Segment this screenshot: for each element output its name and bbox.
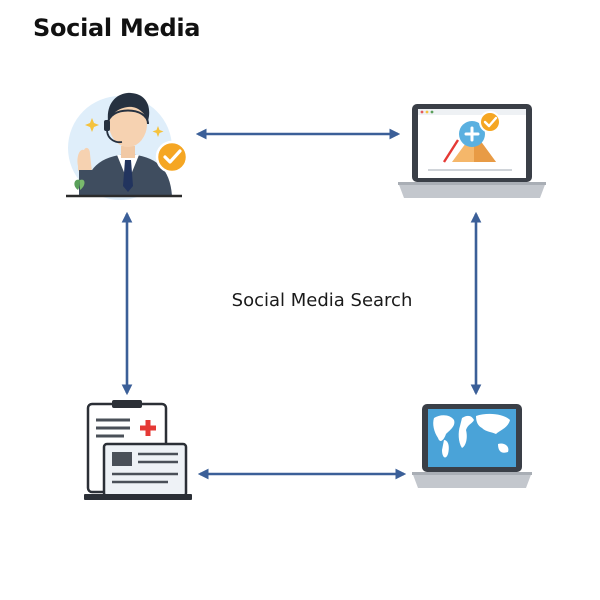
support-agent-icon [66, 92, 189, 200]
laptop-world-map-icon [412, 404, 532, 488]
medical-forms-icon [84, 400, 192, 500]
diagram-title: Social Media [33, 14, 201, 42]
center-label: Social Media Search [231, 290, 413, 311]
laptop-add-icon [398, 104, 546, 198]
